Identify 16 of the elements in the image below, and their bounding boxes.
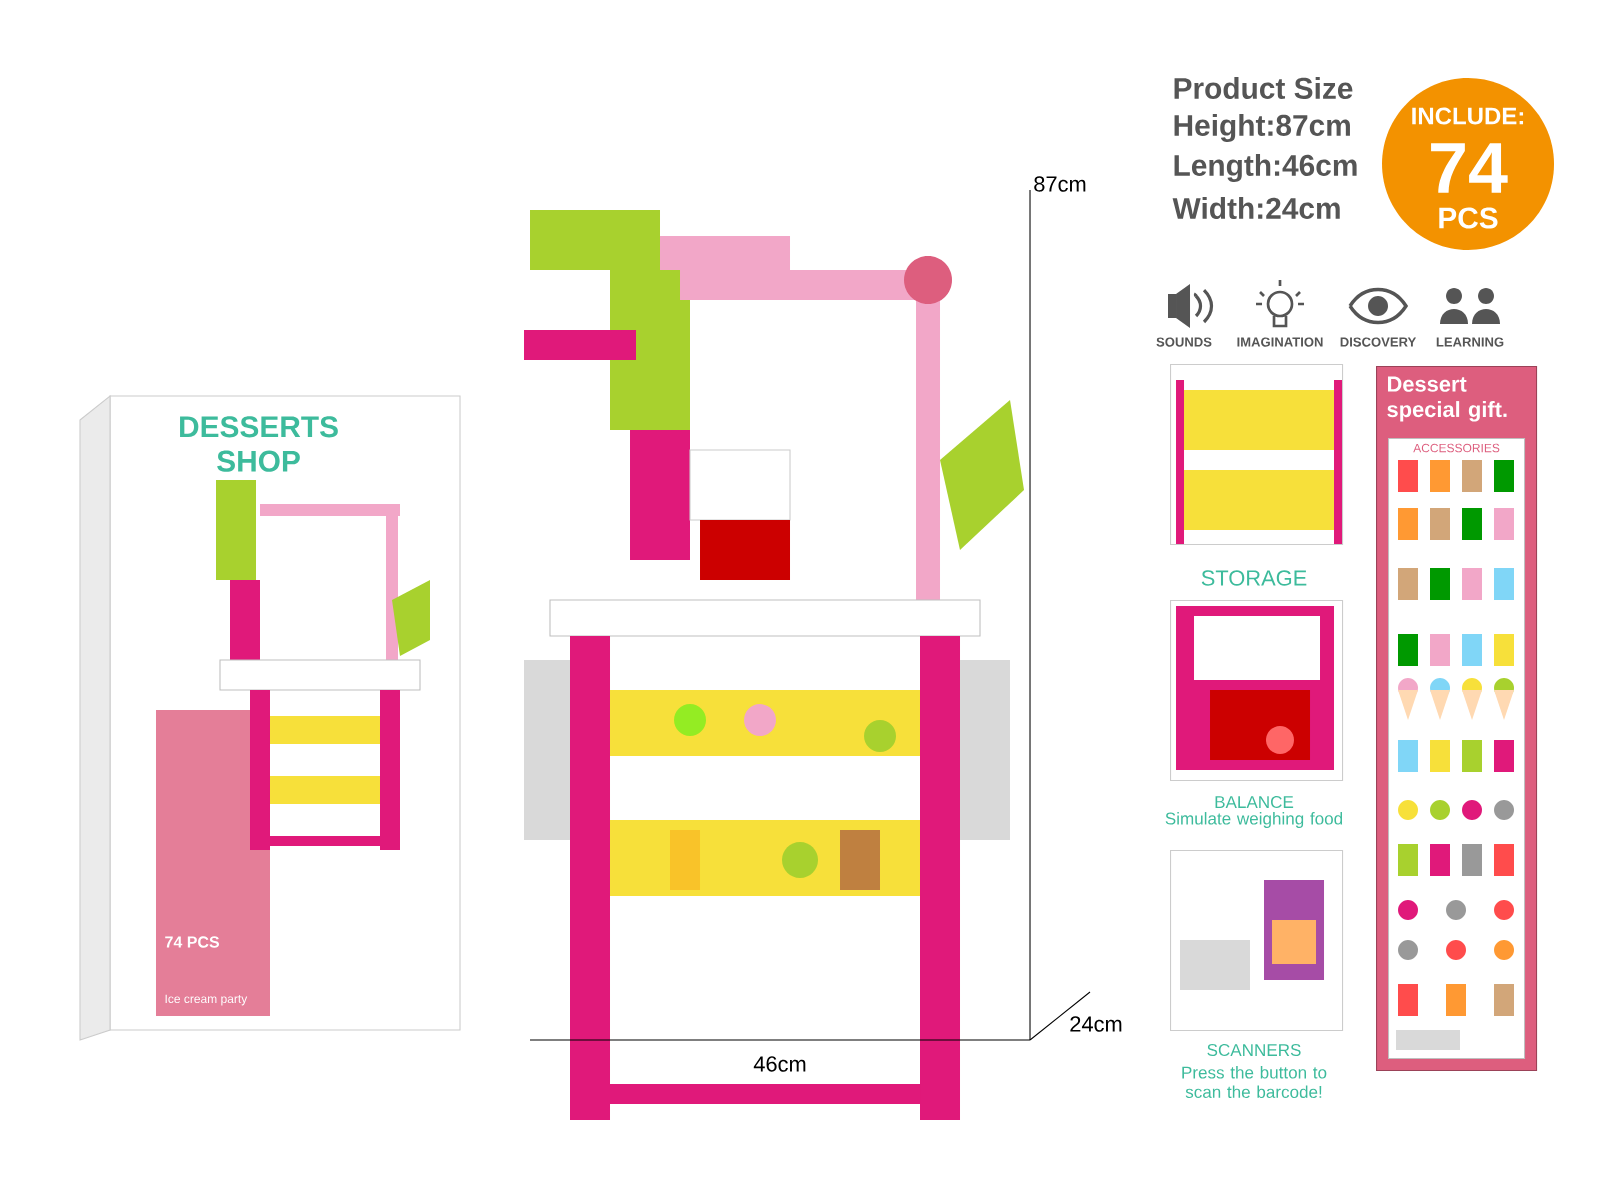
photo [1170,850,1344,1032]
node-label: Simulate weighing food [1165,812,1343,828]
node-label: Press the button to scan the barcode! [1182,1066,1327,1098]
photo [1170,600,1344,782]
photo [1170,364,1344,546]
dimension-label: 24cm [1070,1016,1122,1032]
node-label: BALANCE [1215,795,1294,809]
size-text: Product Size [1174,77,1353,99]
box-title: DESSERTS SHOP [180,416,338,472]
box-text: 74 PCS [165,936,219,948]
size-text: Width:24cm [1172,197,1340,219]
size-text: Height:87cm [1174,114,1350,142]
node-label: SCANNERS [1207,1043,1301,1057]
dimension-label: 46cm [753,1056,806,1072]
dimension-label: 87cm [1034,176,1086,192]
node-label: STORAGE [1201,570,1307,586]
